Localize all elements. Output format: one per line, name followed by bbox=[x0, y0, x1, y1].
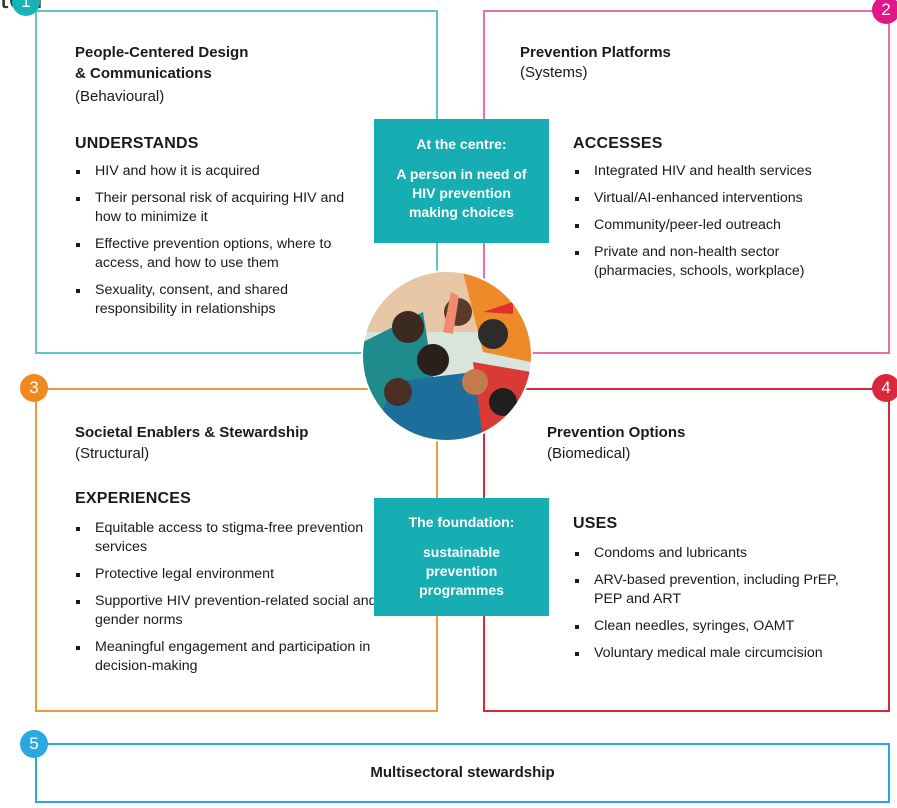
quadrant-3-verb: EXPERIENCES bbox=[75, 490, 192, 507]
quadrant-1-subtitle: (Behavioural) bbox=[75, 88, 165, 105]
quadrant-1-verb: UNDERSTANDS bbox=[75, 135, 199, 152]
quadrant-1-list: HIV and how it is acquired Their persona… bbox=[73, 162, 363, 327]
people-illustration bbox=[361, 270, 533, 442]
quadrant-2-list: Integrated HIV and health services Virtu… bbox=[572, 162, 862, 289]
foundation-box-text: sustainable prevention programmes bbox=[419, 544, 504, 598]
list-item: Clean needles, syringes, OAMT bbox=[572, 617, 867, 636]
list-item: Meaningful engagement and participation … bbox=[73, 638, 378, 676]
quadrant-1-number-badge: 1 bbox=[12, 0, 40, 16]
quadrant-systems bbox=[483, 10, 890, 354]
quadrant-4-list: Condoms and lubricants ARV-based prevent… bbox=[572, 544, 867, 671]
foundation-box-label: The foundation: bbox=[408, 514, 515, 530]
quadrant-biomedical bbox=[483, 388, 890, 712]
list-item: Effective prevention options, where to a… bbox=[73, 235, 363, 273]
quadrant-1-title: People-Centered Design & Communications bbox=[75, 42, 248, 84]
quadrant-2-title: Prevention Platforms bbox=[520, 44, 671, 61]
quadrant-4-verb: USES bbox=[573, 515, 618, 532]
quadrant-3-subtitle: (Structural) bbox=[75, 445, 150, 462]
list-item: HIV and how it is acquired bbox=[73, 162, 363, 181]
list-item: Voluntary medical male circumcision bbox=[572, 644, 867, 663]
list-item: Private and non-health sector (pharmacie… bbox=[572, 243, 862, 281]
stewardship-bar bbox=[35, 743, 890, 803]
list-item: Integrated HIV and health services bbox=[572, 162, 862, 181]
list-item: Supportive HIV prevention-related social… bbox=[73, 592, 378, 630]
list-item: ARV-based prevention, including PrEP, PE… bbox=[572, 571, 867, 609]
centre-box: At the centre: A person in need of HIV p… bbox=[374, 119, 549, 243]
list-item: Protective legal environment bbox=[73, 565, 378, 584]
quadrant-2-number-badge: 2 bbox=[872, 0, 897, 24]
quadrant-4-number-badge: 4 bbox=[872, 374, 897, 402]
list-item: Virtual/AI-enhanced interventions bbox=[572, 189, 862, 208]
list-item: Community/peer-led outreach bbox=[572, 216, 862, 235]
quadrant-3-number-badge: 3 bbox=[20, 374, 48, 402]
list-item: Sexuality, consent, and shared responsib… bbox=[73, 281, 363, 319]
quadrant-3-title: Societal Enablers & Stewardship bbox=[75, 424, 309, 441]
centre-box-label: At the centre: bbox=[416, 136, 507, 152]
list-item: Equitable access to stigma-free preventi… bbox=[73, 519, 378, 557]
foundation-box: The foundation: sustainable prevention p… bbox=[374, 498, 549, 616]
quadrant-structural bbox=[35, 388, 438, 712]
centre-box-text: A person in need of HIV prevention makin… bbox=[396, 166, 527, 220]
quadrant-2-subtitle: (Systems) bbox=[520, 64, 588, 81]
quadrant-5-number-badge: 5 bbox=[20, 730, 48, 758]
quadrant-4-subtitle: (Biomedical) bbox=[547, 445, 631, 462]
stewardship-label: Multisectoral stewardship bbox=[370, 764, 555, 781]
quadrant-3-list: Equitable access to stigma-free preventi… bbox=[73, 519, 378, 684]
people-illustration-art bbox=[363, 272, 531, 440]
quadrant-1-title-line2: & Communications bbox=[75, 65, 212, 82]
list-item: Condoms and lubricants bbox=[572, 544, 867, 563]
quadrant-2-verb: ACCESSES bbox=[573, 135, 663, 152]
quadrant-1-title-line1: People-Centered Design bbox=[75, 44, 249, 61]
quadrant-4-title: Prevention Options bbox=[547, 424, 686, 441]
list-item: Their personal risk of acquiring HIV and… bbox=[73, 189, 363, 227]
